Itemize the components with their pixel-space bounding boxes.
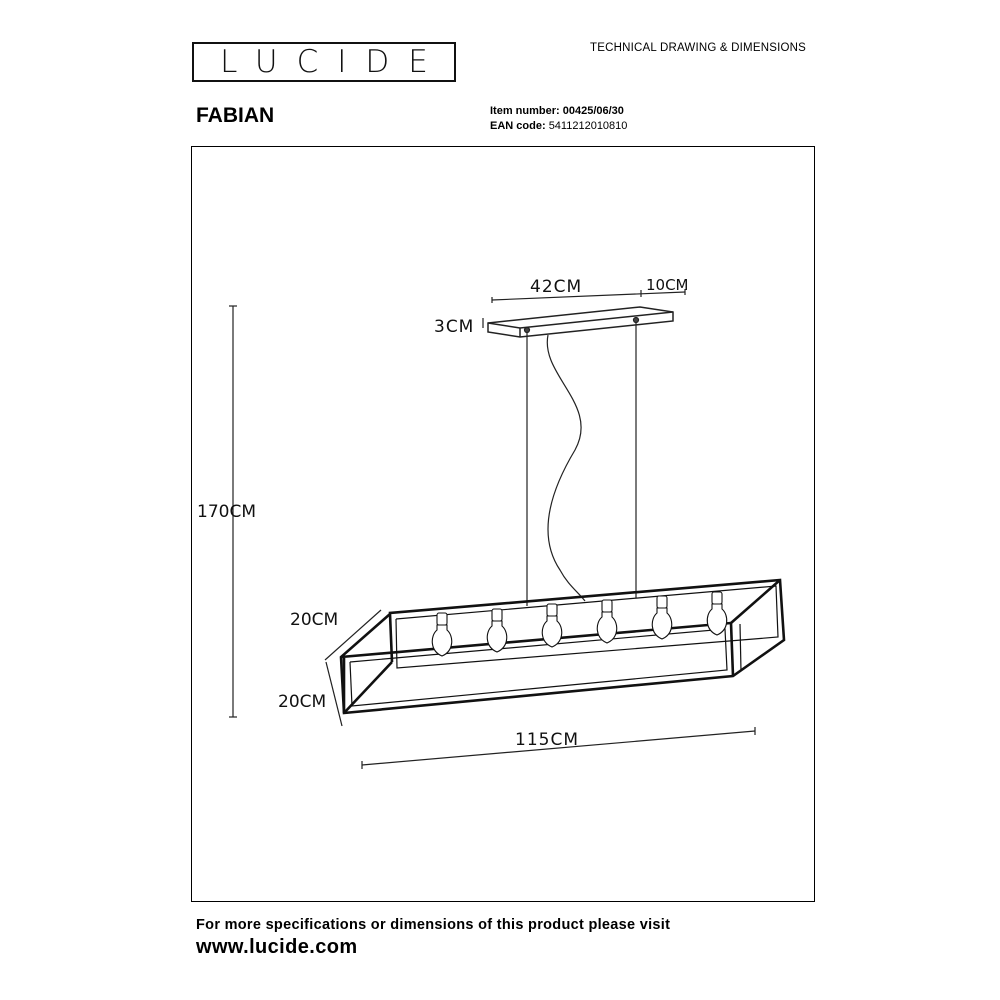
dim-label-frame-length: 115CM xyxy=(515,730,579,750)
bulb-2 xyxy=(486,608,508,653)
frame-depth-dim-line xyxy=(324,609,382,661)
bulb-3 xyxy=(541,603,563,648)
dim-label-total-height: 170CM xyxy=(197,502,256,522)
canopy-length-dim-line xyxy=(491,291,686,301)
product-name: FABIAN xyxy=(196,104,275,127)
frame-height-dim-line xyxy=(325,661,343,727)
footer-url[interactable]: www.lucide.com xyxy=(196,936,358,958)
dim-label-frame-height: 20CM xyxy=(278,692,326,712)
item-number-label: Item number: xyxy=(490,105,560,117)
power-cord xyxy=(546,334,586,602)
light-bulbs xyxy=(431,591,728,657)
bulb-6 xyxy=(706,591,728,636)
brand-logo: LUCIDE xyxy=(192,42,456,82)
bulb-1 xyxy=(431,612,453,657)
item-number-value: 00425/06/30 xyxy=(562,105,624,117)
document-type: TECHNICAL DRAWING & DIMENSIONS xyxy=(590,42,806,54)
dim-label-canopy-width: 10CM xyxy=(646,276,689,294)
footer-text: For more specifications or dimensions of… xyxy=(196,917,671,933)
ean-code: EAN code: 5411212010810 xyxy=(490,120,627,132)
item-number: Item number: 00425/06/30 xyxy=(490,105,624,117)
bulb-4 xyxy=(596,599,618,644)
brand-logo-text: LUCIDE xyxy=(220,44,447,80)
dim-label-canopy-length: 42CM xyxy=(530,277,582,297)
ean-label: EAN code: xyxy=(490,120,546,132)
bulb-5 xyxy=(651,595,673,640)
drawing-frame xyxy=(191,146,815,902)
ean-value: 5411212010810 xyxy=(548,120,628,132)
canopy xyxy=(487,306,674,338)
frame-length-dim-line xyxy=(361,730,756,766)
dim-label-canopy-height: 3CM xyxy=(434,317,474,337)
dim-label-frame-depth: 20CM xyxy=(290,610,338,630)
